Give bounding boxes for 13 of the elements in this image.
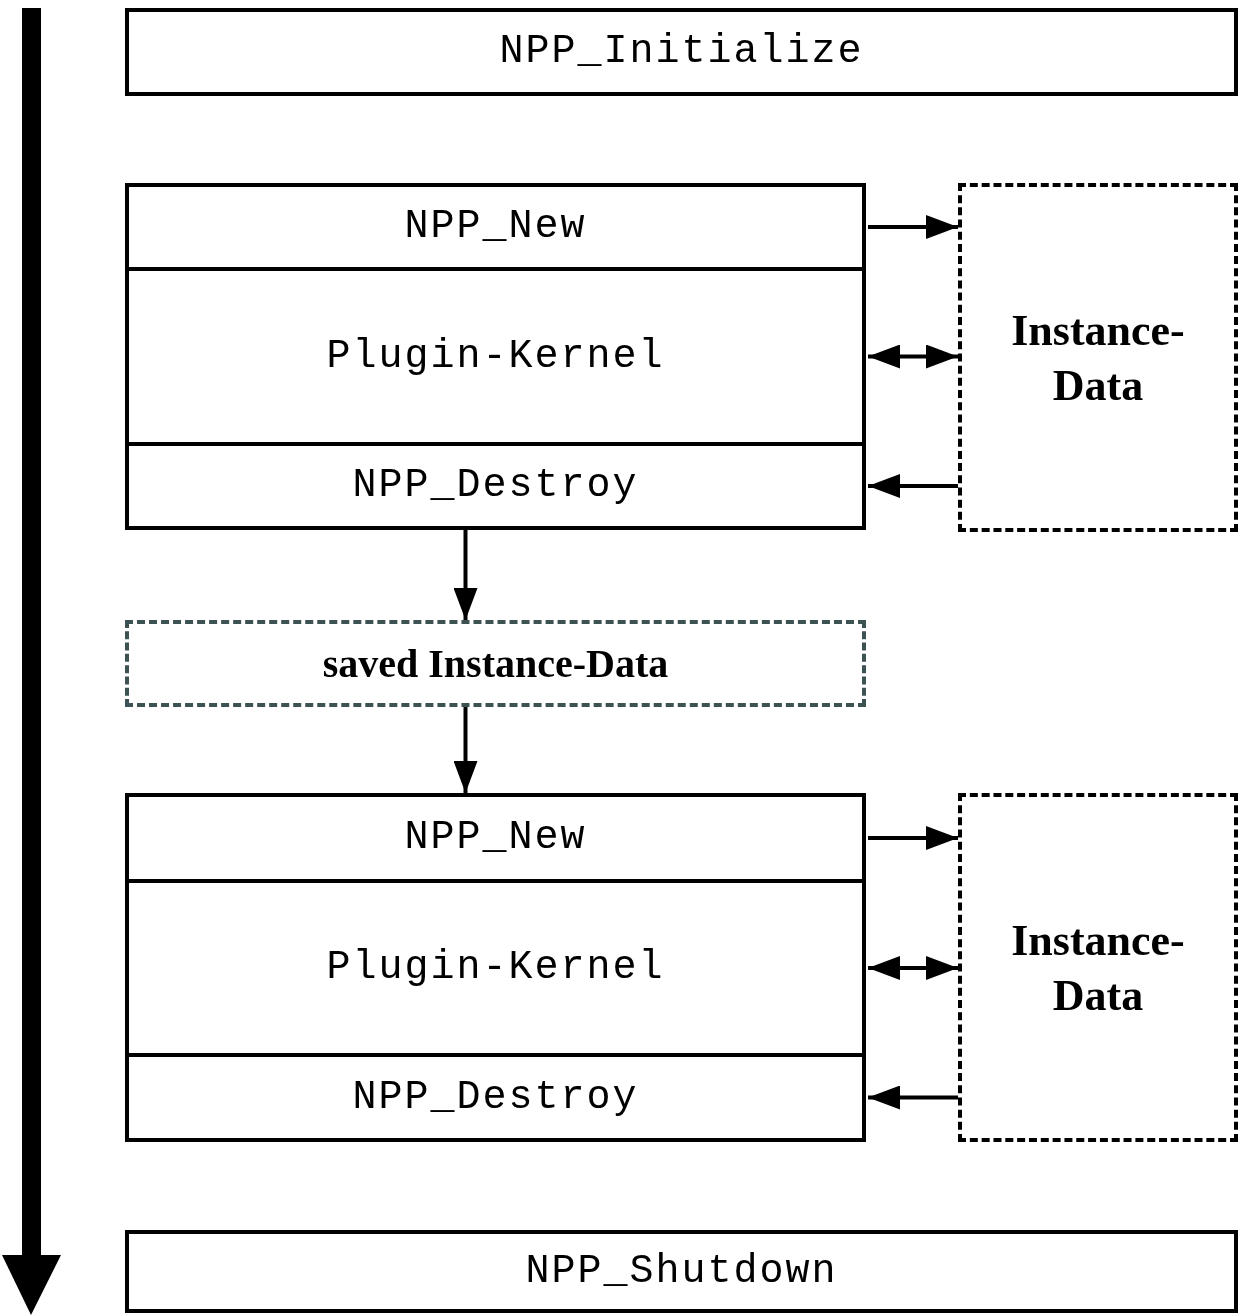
arrow xyxy=(453,707,478,793)
data-box: Instance-Data xyxy=(958,793,1238,1142)
arrow xyxy=(868,826,958,850)
arrow xyxy=(868,344,958,369)
data-box: saved Instance-Data xyxy=(125,620,866,707)
function-box: NPP_Shutdown xyxy=(125,1230,1238,1313)
arrow xyxy=(868,215,958,239)
arrow xyxy=(868,474,958,498)
arrow xyxy=(868,1085,958,1110)
arrow xyxy=(868,956,958,980)
data-box: Instance-Data xyxy=(958,183,1238,532)
function-box: NPP_Initialize xyxy=(125,8,1238,96)
arrow xyxy=(453,530,478,620)
